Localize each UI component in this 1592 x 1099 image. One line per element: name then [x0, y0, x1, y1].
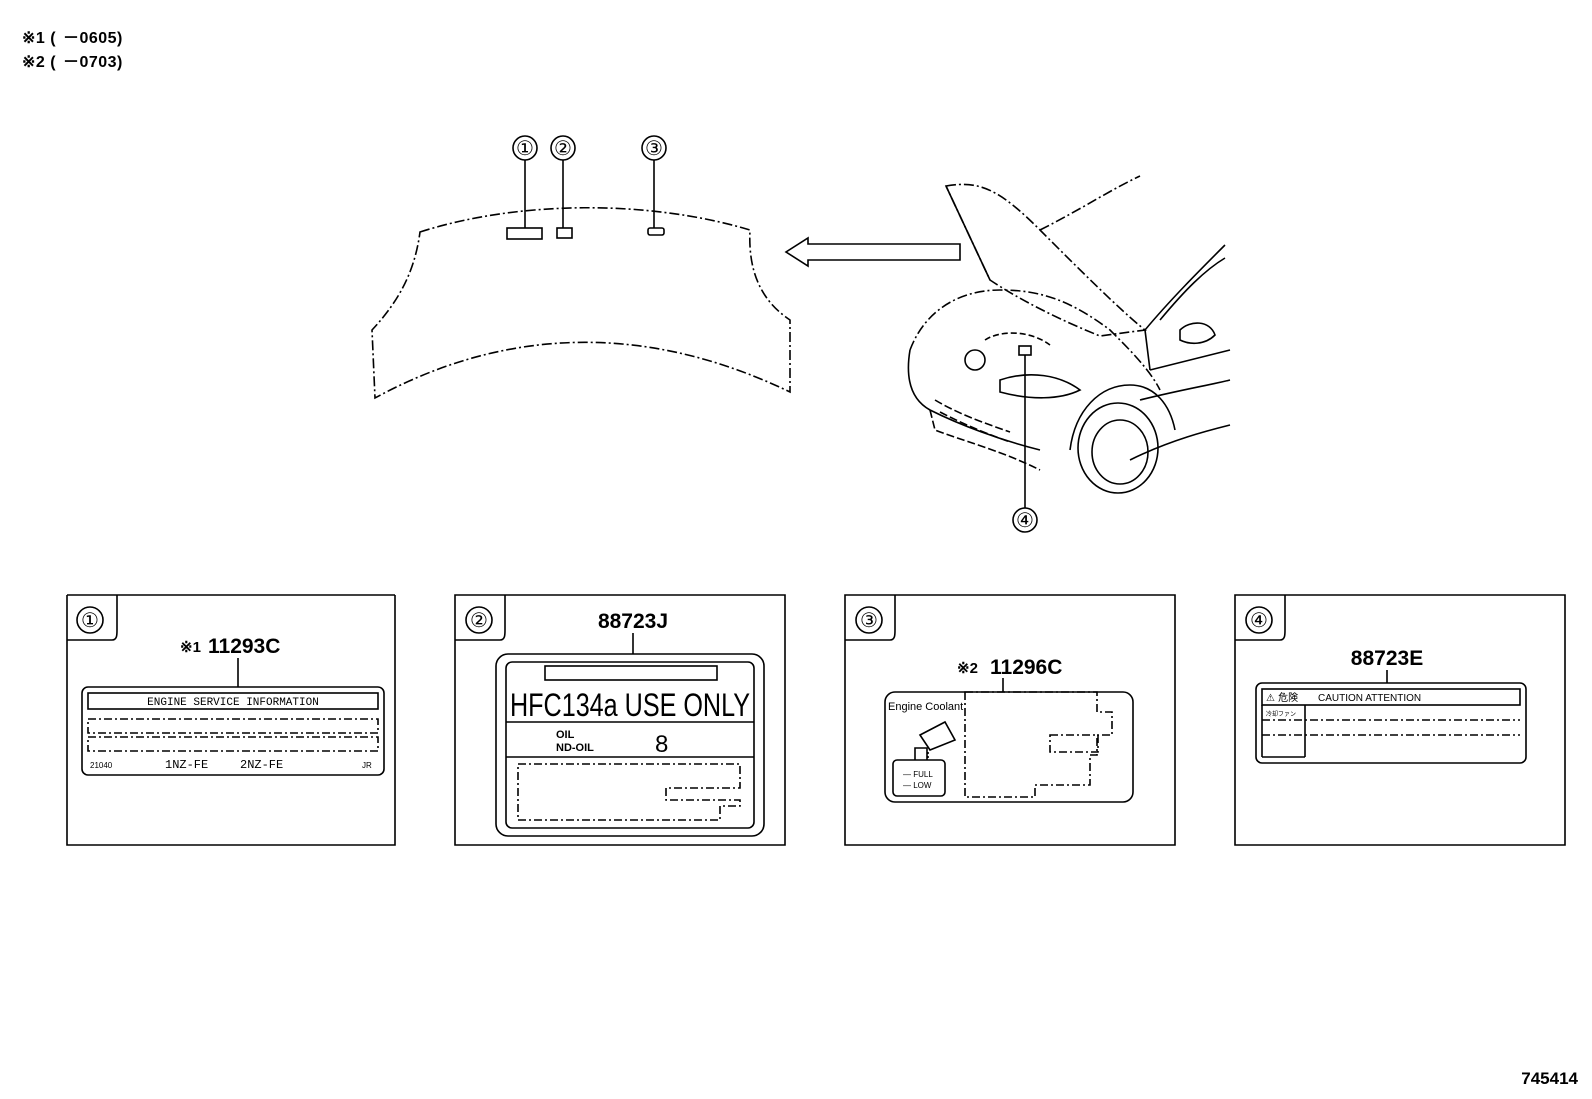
label-2-refrigerant: HFC134a USE ONLY: [510, 687, 750, 723]
panel-1-index: ①: [81, 610, 99, 632]
panel-3-index: ③: [860, 610, 878, 632]
arrow-left-icon: [784, 236, 961, 268]
panel-2-index: ②: [470, 610, 488, 632]
label-4-part-number: 88723E: [1351, 647, 1423, 670]
label-3-low-mark: — LOW: [903, 781, 932, 790]
label-1-engine-2: 2NZ-FE: [240, 758, 283, 772]
label-1-ref-mark: ※1: [180, 639, 201, 656]
label-4-header: CAUTION ATTENTION: [1318, 693, 1421, 704]
car-illustration: [907, 175, 1231, 508]
label-4-row-label: 冷却ファン: [1266, 710, 1296, 718]
hood-label-2-position: [556, 227, 573, 239]
label-1-engine-1: 1NZ-FE: [165, 758, 208, 772]
label-3-sticker: [884, 678, 1134, 803]
label-1-footer-tag: JR: [362, 761, 372, 770]
callout-2-circle: [550, 135, 576, 161]
engine-bay-label-position: [1018, 345, 1032, 356]
label-2-oil-line-2: ND-OIL: [556, 742, 594, 754]
callout-3-number: ③: [645, 138, 663, 160]
legend-mark: ※1 (: [22, 30, 57, 47]
label-1-footer-code: 21040: [90, 761, 113, 770]
label-2-oil-line-1: OIL: [556, 729, 575, 741]
diagram-id: 745414: [1521, 1069, 1578, 1088]
legend-note-1: ※1 ( －0605): [22, 24, 123, 48]
legend-range: －0605): [62, 30, 123, 47]
label-2-part-number: 88723J: [598, 610, 668, 633]
hood-label-3-position: [647, 227, 665, 236]
label-3-part-number: 11296C: [990, 656, 1062, 679]
hood-illustration: [371, 206, 791, 400]
label-3-title: Engine Coolant: [888, 701, 963, 713]
panel-4-index: ④: [1250, 610, 1268, 632]
callout-1-number: ①: [516, 138, 534, 160]
legend-range: －0703): [62, 54, 123, 71]
callout-2-number: ②: [554, 138, 572, 160]
label-4-header-jp: ⚠ 危険: [1266, 692, 1298, 704]
callout-1-circle: [512, 135, 538, 161]
label-panel-4-frame: [1234, 594, 1566, 846]
label-2-sticker: [495, 633, 765, 837]
label-3-ref-mark: ※2: [957, 660, 978, 677]
label-4-sticker: [1255, 670, 1527, 764]
legend-mark: ※2 (: [22, 54, 57, 71]
callout-4-number: ④: [1016, 510, 1034, 532]
label-panel-2-frame: [454, 594, 786, 846]
label-2-oil-number: 8: [655, 731, 668, 758]
hood-label-1-position: [506, 227, 543, 240]
label-1-sticker: [81, 658, 385, 776]
label-3-full-mark: — FULL: [903, 770, 933, 779]
label-panel-3-frame: [844, 594, 1176, 846]
callout-4-circle: [1012, 507, 1038, 533]
label-panel-1-frame: [66, 594, 396, 846]
label-1-header: ENGINE SERVICE INFORMATION: [147, 697, 319, 709]
callout-3-circle: [641, 135, 667, 161]
legend-note-2: ※2 ( －0703): [22, 48, 123, 72]
label-1-part-number: 11293C: [208, 635, 280, 658]
